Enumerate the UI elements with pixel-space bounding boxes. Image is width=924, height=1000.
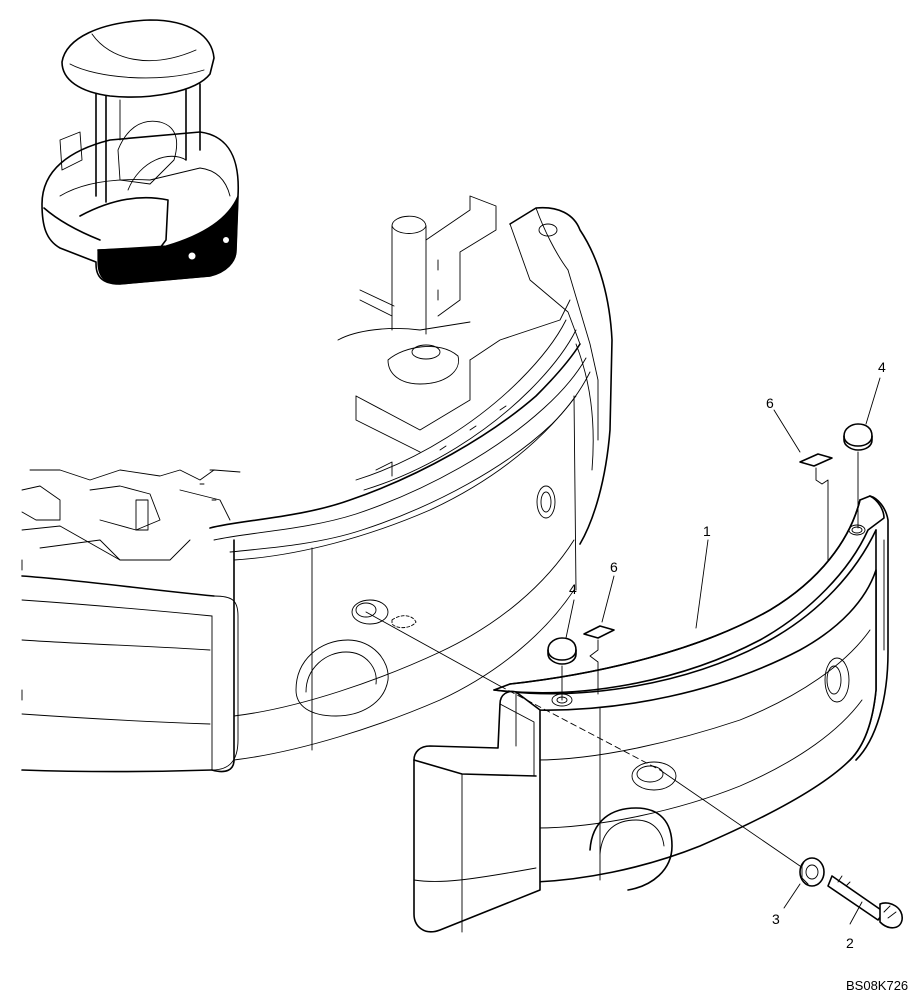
- callout-6-right: 6: [766, 395, 774, 411]
- label-part-6-right: [799, 453, 833, 467]
- callout-3: 3: [772, 911, 780, 927]
- washer-part-4-left: [547, 637, 577, 665]
- callout-2: 2: [846, 935, 854, 951]
- callout-6-left: 6: [610, 559, 618, 575]
- callout-4-left: 4: [569, 581, 577, 597]
- washer-part-4-right: [843, 423, 873, 451]
- machine-frame: [21, 195, 577, 773]
- nut-part-3: [799, 857, 825, 887]
- counterweight-highlight: [97, 195, 239, 285]
- callout-4-right: 4: [878, 359, 886, 375]
- bolt-axis-solid-2: [659, 769, 801, 867]
- bolt-axis-dashed: [499, 685, 661, 771]
- callout-1: 1: [703, 523, 711, 539]
- installed-counterweight: [209, 206, 613, 773]
- machine-overview-inset: [41, 19, 240, 285]
- bolt-axis-solid: [365, 611, 501, 687]
- label-part-6-left: [583, 625, 615, 639]
- drawing-code: BS08K726: [846, 978, 908, 993]
- bolt-part-2: [827, 875, 903, 929]
- counterweight-part-1: [413, 495, 889, 933]
